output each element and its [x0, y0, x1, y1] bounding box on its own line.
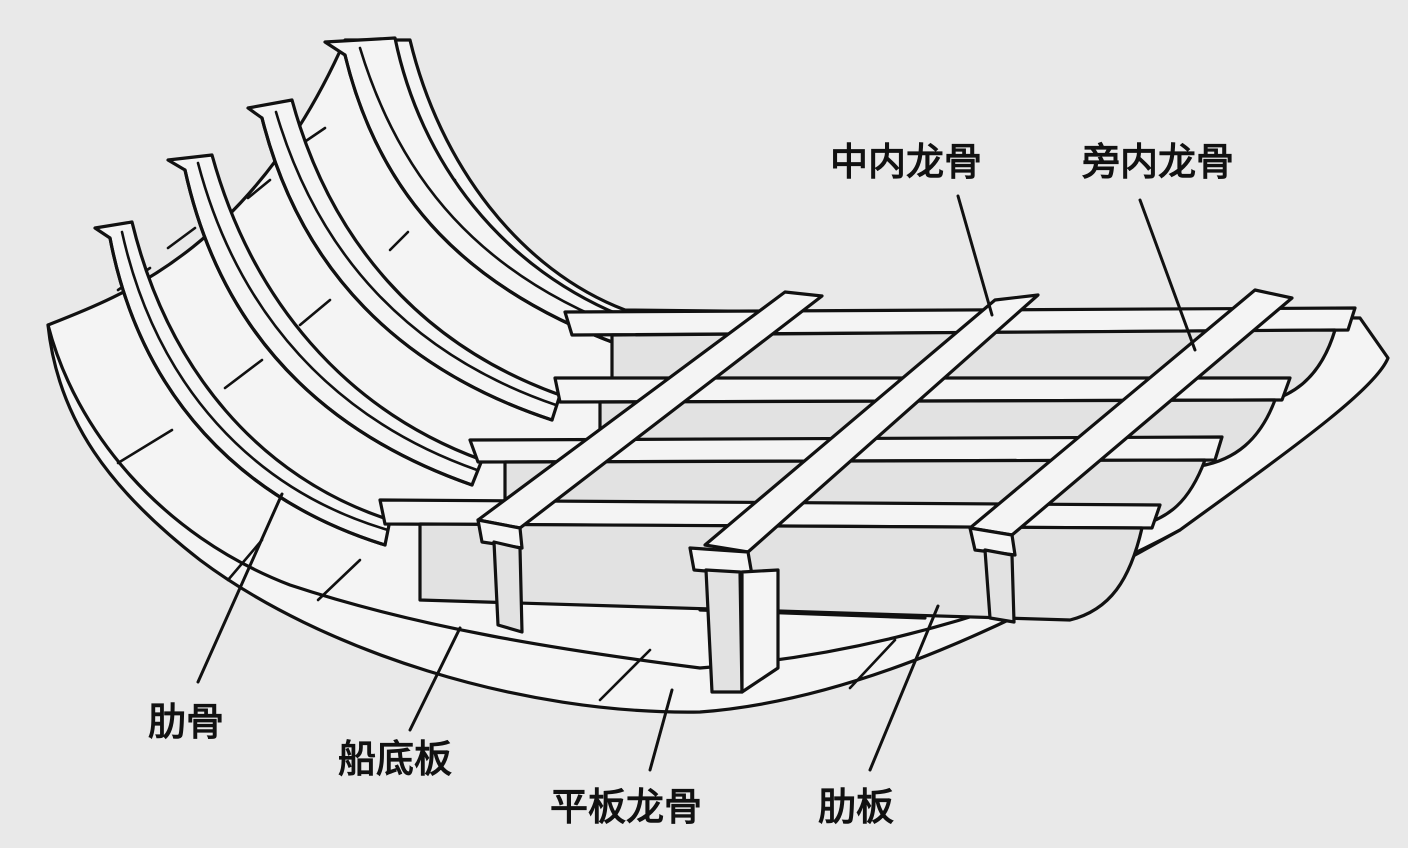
leader-bottom-plating	[408, 626, 462, 732]
frame-3	[166, 153, 484, 487]
label-floor-plate: 肋板	[818, 785, 894, 829]
frames	[93, 36, 634, 547]
side-keelson-left	[476, 290, 824, 634]
leader-frame	[196, 492, 284, 684]
label-flat-plate-keel: 平板龙骨	[550, 785, 702, 829]
center-keelson	[688, 293, 1040, 694]
frame-4	[93, 220, 392, 547]
leader-flat-plate-keel	[648, 688, 674, 772]
label-frame: 肋骨	[148, 700, 224, 744]
leader-side-keelson	[1138, 198, 1197, 352]
label-center-keelson: 中内龙骨	[830, 140, 982, 184]
leader-floor-plate	[868, 604, 940, 772]
label-bottom-plating: 船底板	[338, 737, 452, 781]
side-keelson-right	[968, 288, 1294, 624]
labels: 中内龙骨 旁内龙骨 肋骨 船底板 平板龙骨 肋板	[148, 140, 1234, 829]
leader-lines	[196, 194, 1197, 772]
label-side-keelson: 旁内龙骨	[1081, 140, 1234, 184]
leader-center-keelson	[956, 194, 994, 317]
frame-2	[246, 98, 562, 422]
